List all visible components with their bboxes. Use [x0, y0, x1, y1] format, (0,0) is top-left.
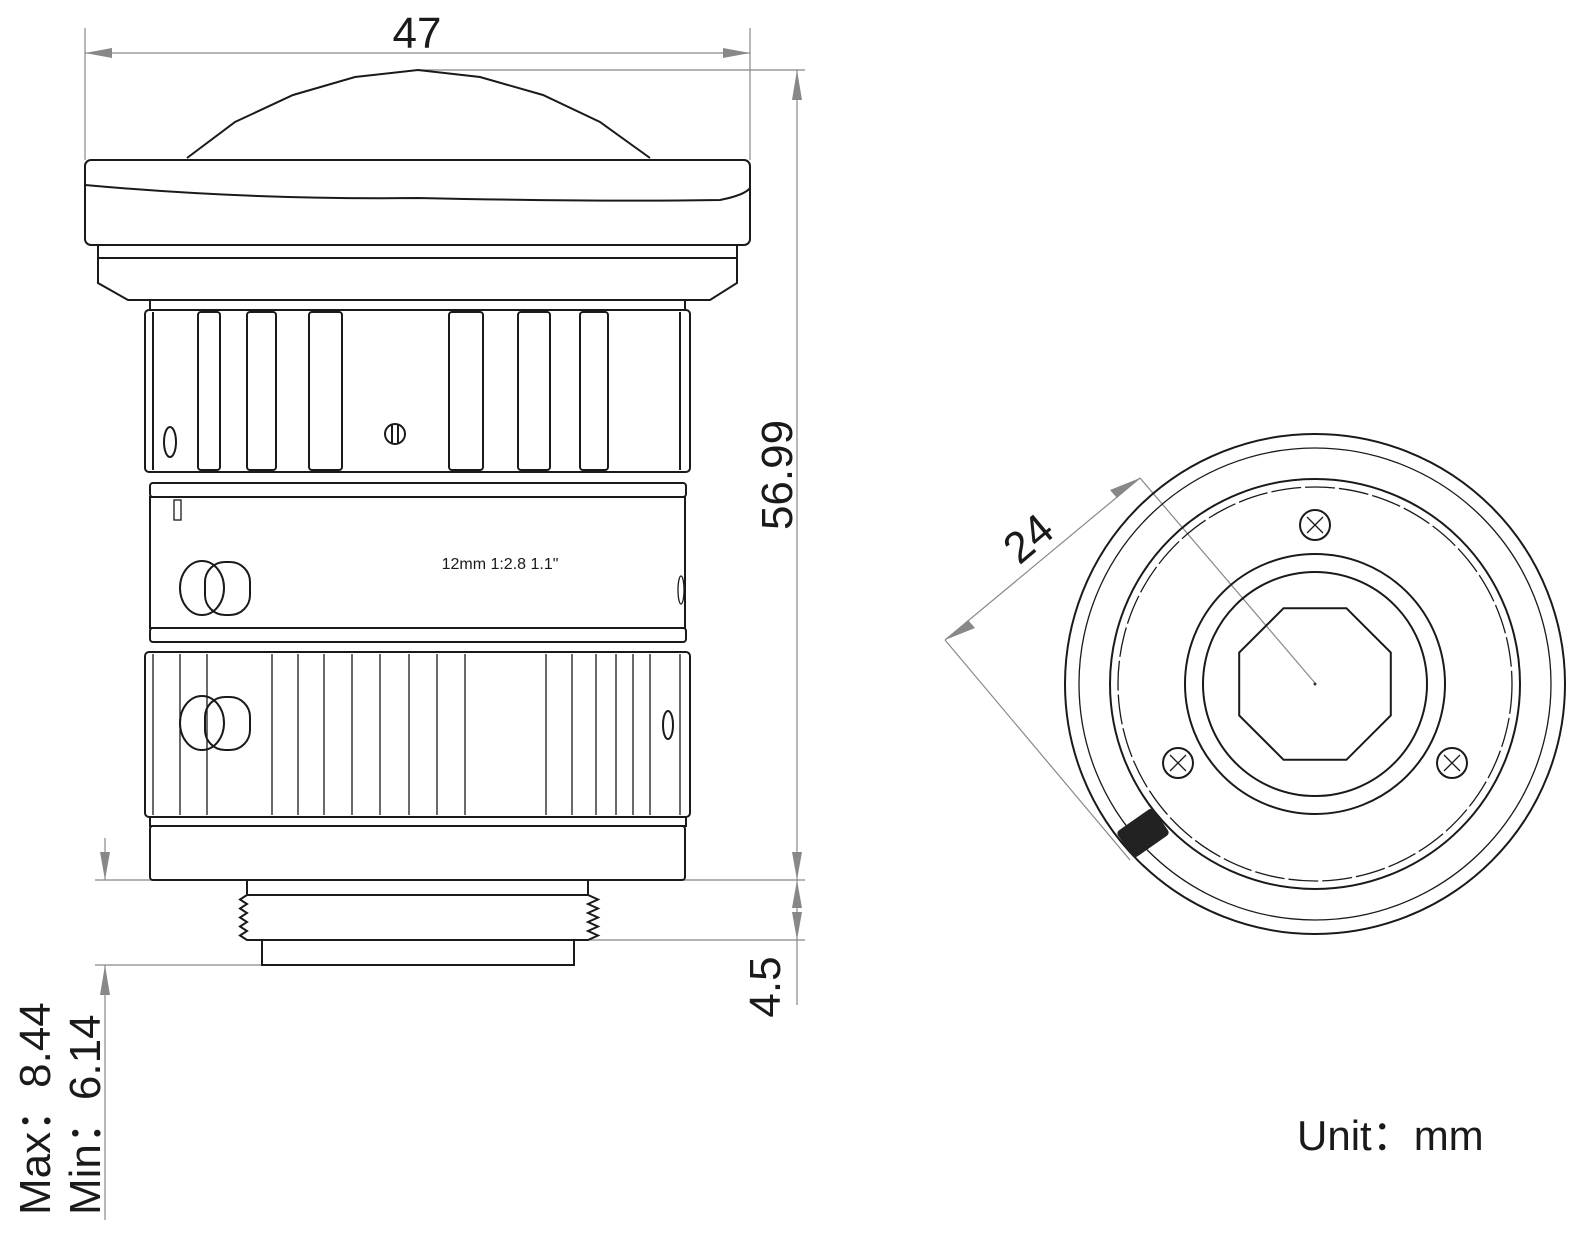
- dimension-height: 56.99 4.5: [95, 69, 805, 1018]
- diameter-label: 24: [994, 504, 1063, 573]
- screw-icon: [1162, 747, 1194, 779]
- height-label: 56.99: [753, 420, 802, 530]
- min-label: Min：6.14: [61, 1014, 110, 1215]
- screw-icon: [1299, 509, 1331, 541]
- lens-front-view: 24: [944, 433, 1566, 935]
- lens-marking: 12mm 1:2.8 1.1": [442, 556, 559, 573]
- dimension-width: 47: [84, 9, 751, 160]
- knob-icon: [179, 560, 251, 616]
- width-label: 47: [393, 9, 442, 58]
- knob-icon: [179, 695, 251, 751]
- screw-icon: [1436, 747, 1468, 779]
- knob-icon: [1117, 808, 1169, 858]
- dimension-flange: Max：8.44 Min：6.14: [11, 838, 262, 1220]
- unit-label: Unit：mm: [1297, 1112, 1484, 1159]
- lens-side-view: 12mm 1:2.8 1.1": [84, 68, 751, 966]
- mount-label: 4.5: [741, 956, 790, 1017]
- max-label: Max：8.44: [11, 1002, 60, 1215]
